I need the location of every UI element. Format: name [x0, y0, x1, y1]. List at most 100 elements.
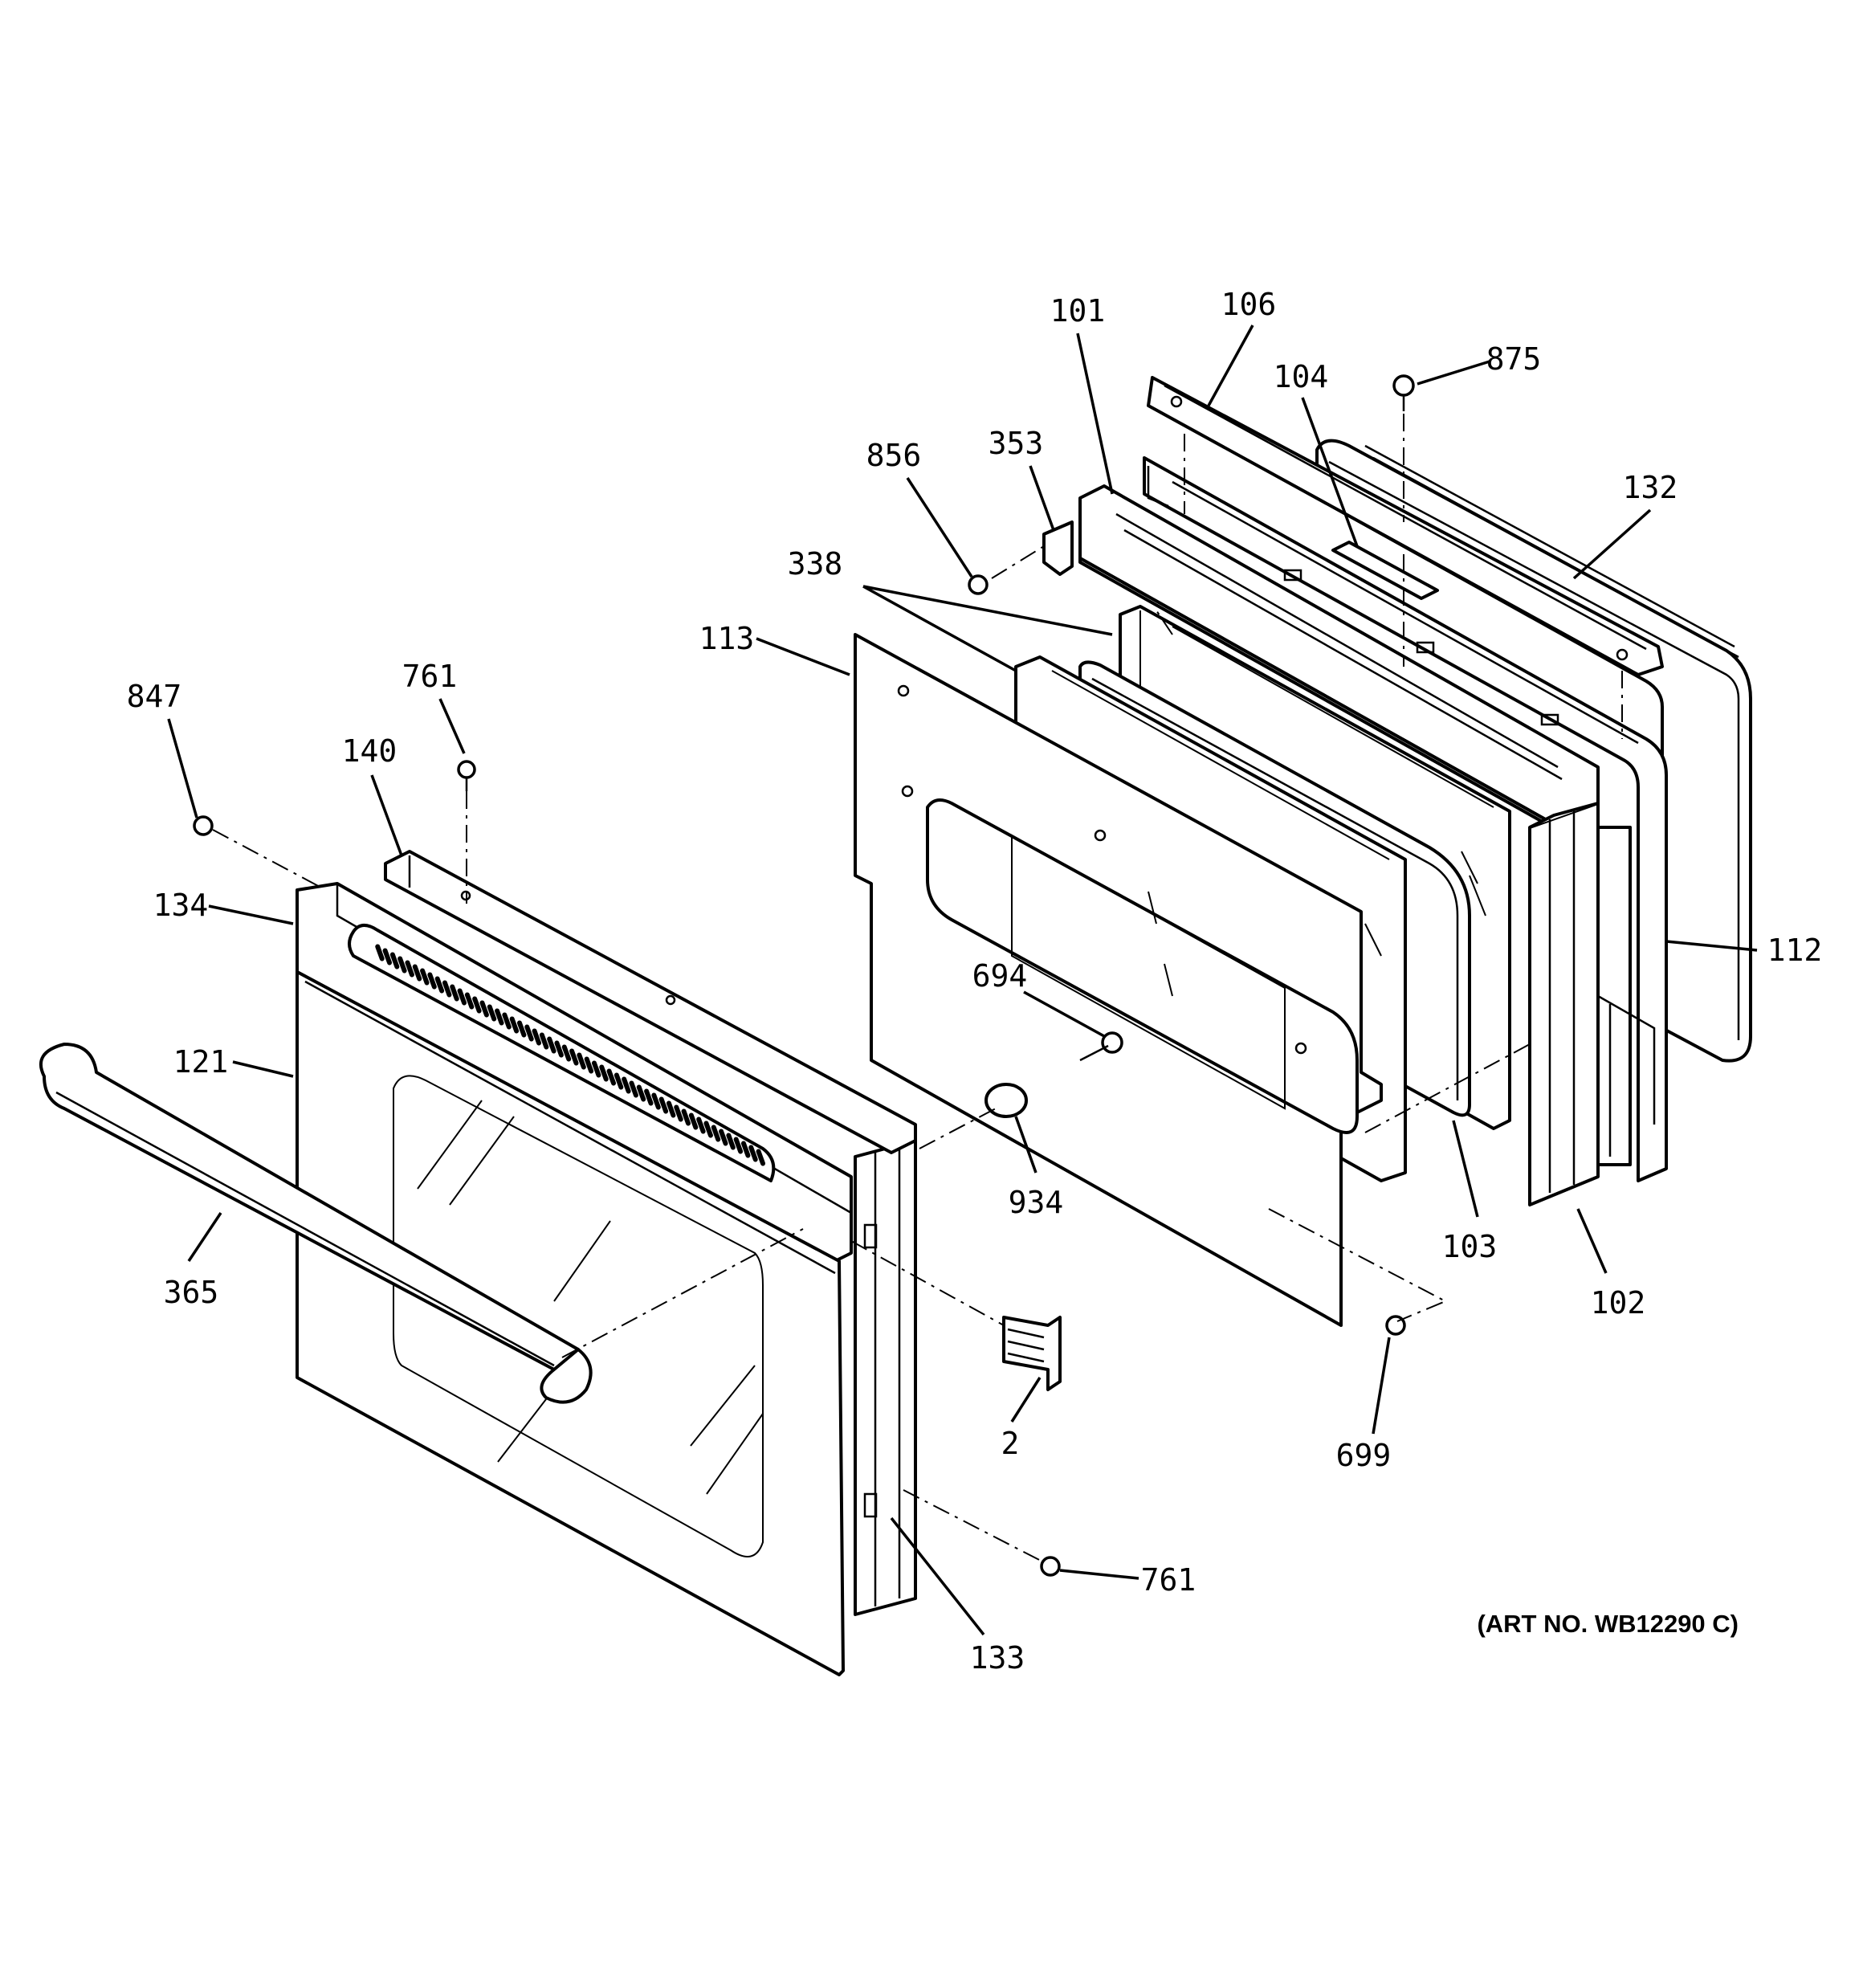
vent-slot	[748, 1145, 758, 1162]
vent-slot	[622, 1076, 631, 1094]
part-134-vent-trim	[296, 882, 853, 1263]
callout-104: 104	[1274, 359, 1329, 394]
vent-slot	[472, 996, 482, 1014]
vent-slot	[397, 956, 407, 974]
vent-slot	[532, 1028, 542, 1046]
vent-slot	[554, 1040, 564, 1058]
vent-slot	[547, 1036, 556, 1054]
leader-lines	[167, 325, 1758, 1636]
vent-slot	[644, 1088, 654, 1106]
part-106-top-rail	[1147, 376, 1664, 676]
vent-slot	[464, 992, 475, 1010]
vent-slot	[516, 1020, 527, 1038]
vent-slot	[696, 1116, 706, 1134]
vent-slot	[502, 1012, 512, 1030]
vent-slot	[442, 980, 452, 998]
vent-slot	[495, 1008, 504, 1026]
callout-934: 934	[1009, 1185, 1064, 1220]
vent-slot	[479, 1000, 489, 1018]
callout-699: 699	[1336, 1438, 1392, 1473]
vent-slot	[614, 1072, 624, 1090]
callout-353: 353	[989, 426, 1044, 461]
callout-134: 134	[153, 888, 209, 923]
assembly-lines	[212, 414, 1623, 1563]
vent-slot	[577, 1052, 586, 1070]
art-number: (ART NO. WB12290 C)	[1477, 1610, 1739, 1638]
vent-slot	[375, 944, 385, 961]
vent-slot	[487, 1004, 497, 1022]
callout-112: 112	[1767, 933, 1823, 968]
vent-slot	[606, 1068, 617, 1086]
vent-slot	[420, 968, 430, 986]
callout-365: 365	[164, 1275, 219, 1310]
callout-847: 847	[127, 679, 182, 714]
vent-slot	[674, 1104, 683, 1122]
vent-slot	[629, 1080, 638, 1098]
vent-slot	[524, 1024, 534, 1042]
callout-761-top: 761	[402, 659, 458, 694]
callout-102: 102	[1591, 1285, 1646, 1321]
callout-133: 133	[970, 1640, 1025, 1676]
vent-slot	[584, 1056, 594, 1074]
part-2-hinge	[1002, 1316, 1062, 1391]
callout-103: 103	[1442, 1229, 1498, 1264]
vent-slot	[405, 960, 414, 978]
vent-slot	[539, 1032, 549, 1050]
screw-875	[1392, 374, 1415, 411]
vent-slot	[382, 948, 393, 965]
vent-slot	[733, 1137, 744, 1154]
vent-slot	[703, 1121, 713, 1138]
vent-slot	[756, 1149, 766, 1166]
callout-856: 856	[866, 438, 922, 473]
callout-121: 121	[173, 1044, 229, 1080]
vent-slot	[636, 1084, 646, 1102]
vent-slot	[457, 988, 467, 1006]
screw-856	[968, 574, 989, 595]
part-113-window-liner	[854, 633, 1383, 1327]
vent-slot	[591, 1060, 601, 1078]
callout-113: 113	[699, 621, 755, 656]
vent-slot	[726, 1133, 736, 1150]
screw-847	[193, 815, 214, 836]
callout-761-bottom: 761	[1141, 1562, 1196, 1598]
vent-slot	[389, 952, 400, 970]
part-102-side-channel	[1528, 802, 1600, 1206]
vent-slot	[509, 1016, 520, 1034]
vent-slot	[666, 1100, 676, 1118]
callout-labels: 101 106 104 875 132 856 353 338 113 847 …	[127, 287, 1823, 1676]
screw-761-bottom	[1040, 1556, 1061, 1577]
vent-slot	[412, 964, 422, 982]
vent-slot	[434, 976, 445, 994]
part-133-side-channel	[854, 1139, 917, 1616]
part-365-handle	[39, 1043, 593, 1404]
vent-slot	[681, 1108, 691, 1126]
part-934-grommet	[984, 1083, 1028, 1118]
part-104-plate	[1331, 541, 1439, 600]
part-121-outer-glass	[296, 970, 845, 1676]
vent-slot	[719, 1129, 728, 1146]
vent-slot	[688, 1112, 699, 1130]
part-140-top-strip	[384, 850, 917, 1154]
vent-slot	[658, 1096, 669, 1114]
vent-slot	[561, 1044, 572, 1062]
vent-slot	[427, 972, 437, 990]
screw-761-top	[457, 760, 476, 791]
callout-338: 338	[788, 546, 843, 582]
callout-132: 132	[1623, 470, 1678, 505]
callout-106: 106	[1221, 287, 1277, 322]
callout-140: 140	[342, 733, 397, 769]
vent-slot	[651, 1092, 661, 1110]
vent-slot	[711, 1125, 721, 1142]
callout-101: 101	[1050, 293, 1106, 329]
callout-2: 2	[1001, 1426, 1020, 1461]
part-353-bracket	[1042, 520, 1074, 576]
callout-875: 875	[1486, 341, 1542, 377]
part-112-inner-frame	[1143, 456, 1668, 1182]
vent-slot	[740, 1141, 751, 1158]
vent-slot	[450, 984, 459, 1002]
screw-694	[1079, 1031, 1123, 1062]
callout-694: 694	[972, 958, 1028, 994]
vent-slot	[599, 1064, 609, 1082]
vent-slot	[569, 1048, 579, 1066]
